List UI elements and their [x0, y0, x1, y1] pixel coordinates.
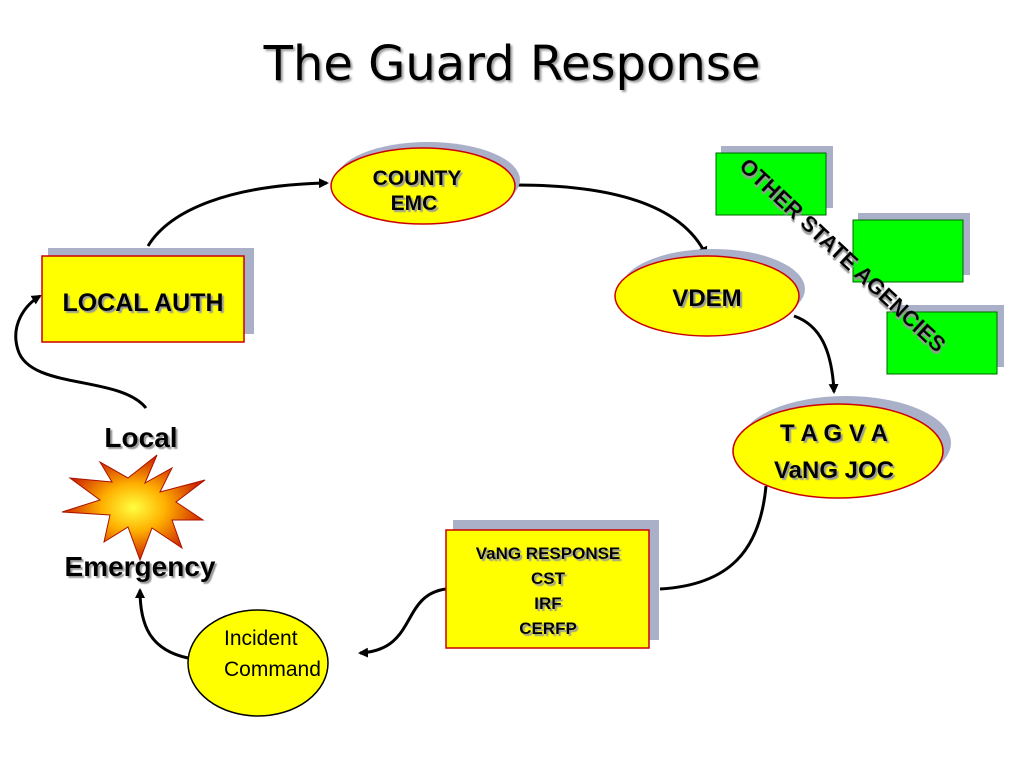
tagva-node: T A G V A VaNG JOC — [732, 396, 951, 499]
local-label: Local — [104, 422, 177, 453]
tagva-line1: T A G V A — [780, 420, 888, 447]
vdem-label: VDEM — [672, 285, 741, 312]
vang-response-line3: IRF — [534, 594, 561, 613]
arrow-local-to-local-auth — [14, 294, 148, 409]
arrow-tagva-to-vang-response — [659, 485, 768, 591]
arrow-incident-to-emergency — [135, 588, 189, 660]
local-auth-label: LOCAL AUTH — [62, 289, 223, 317]
arrow-vang-response-to-incident — [358, 587, 447, 658]
explosion-icon — [61, 454, 206, 562]
vang-response-node: VaNG RESPONSE CST IRF CERFP — [445, 520, 659, 649]
vang-response-line4: CERFP — [519, 619, 577, 638]
arrow-local-auth-to-county — [146, 178, 329, 247]
local-auth-node: LOCAL AUTH — [41, 248, 254, 343]
county-emc-line1: COUNTY — [373, 167, 462, 190]
incident-command-node: Incident Command — [187, 609, 329, 717]
incident-command-line1: Incident — [224, 627, 298, 650]
slide-title: The Guard Response — [263, 36, 761, 92]
incident-command-line2: Command — [224, 658, 321, 681]
emergency-label: Emergency — [65, 551, 216, 582]
arrow-vdem-to-tagva — [793, 314, 839, 394]
county-emc-node: COUNTY EMC — [330, 142, 520, 225]
tagva-line2: VaNG JOC — [774, 457, 894, 484]
vang-response-line1: VaNG RESPONSE — [476, 544, 621, 563]
local-emergency-node: Local Emergency — [61, 422, 216, 582]
county-emc-line2: EMC — [391, 192, 438, 215]
vdem-node: VDEM — [614, 249, 805, 337]
vang-response-line2: CST — [531, 569, 566, 588]
arrow-county-to-vdem — [515, 183, 708, 257]
